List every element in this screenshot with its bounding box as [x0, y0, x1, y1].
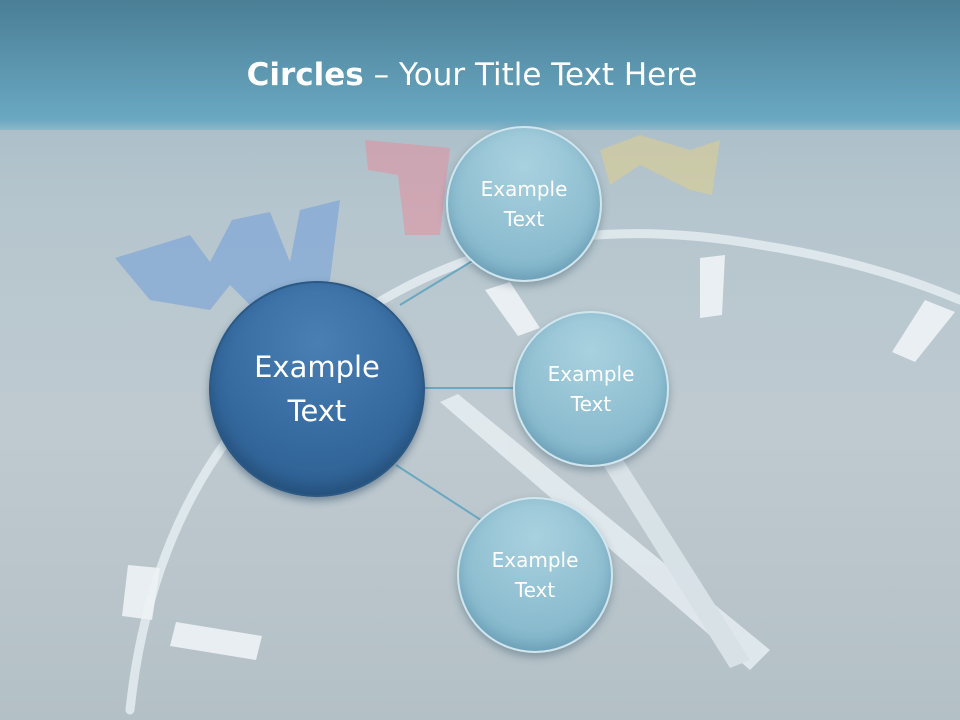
node-circle-2-line2: Text: [570, 392, 612, 416]
node-circle-3[interactable]: Example Text: [457, 497, 613, 653]
node-circle-3-line2: Text: [514, 578, 556, 602]
slide-title[interactable]: Circles – Your Title Text Here: [0, 55, 944, 95]
connector-line-1: [399, 259, 475, 306]
node-circle-1-line2: Text: [503, 207, 545, 231]
node-circle-1-line1: Example: [480, 177, 568, 201]
center-circle-line2: Text: [287, 394, 347, 428]
node-circle-2[interactable]: Example Text: [513, 311, 669, 467]
node-circle-1[interactable]: Example Text: [446, 126, 602, 282]
node-circle-3-line1: Example: [491, 548, 579, 572]
compass-letter-w-icon: [115, 200, 340, 310]
connector-line-3: [395, 464, 485, 523]
title-band: [0, 0, 960, 130]
chalk-clock-hands: [440, 394, 770, 670]
node-circle-2-line1: Example: [547, 362, 635, 386]
title-rest-text: – Your Title Text Here: [363, 57, 698, 93]
center-circle-line1: Example: [254, 350, 380, 384]
title-bold-text: Circles: [246, 57, 364, 93]
compass-letter-n-icon: [365, 135, 720, 235]
center-circle[interactable]: Example Text: [209, 281, 425, 497]
chalk-ticks: [122, 255, 955, 660]
